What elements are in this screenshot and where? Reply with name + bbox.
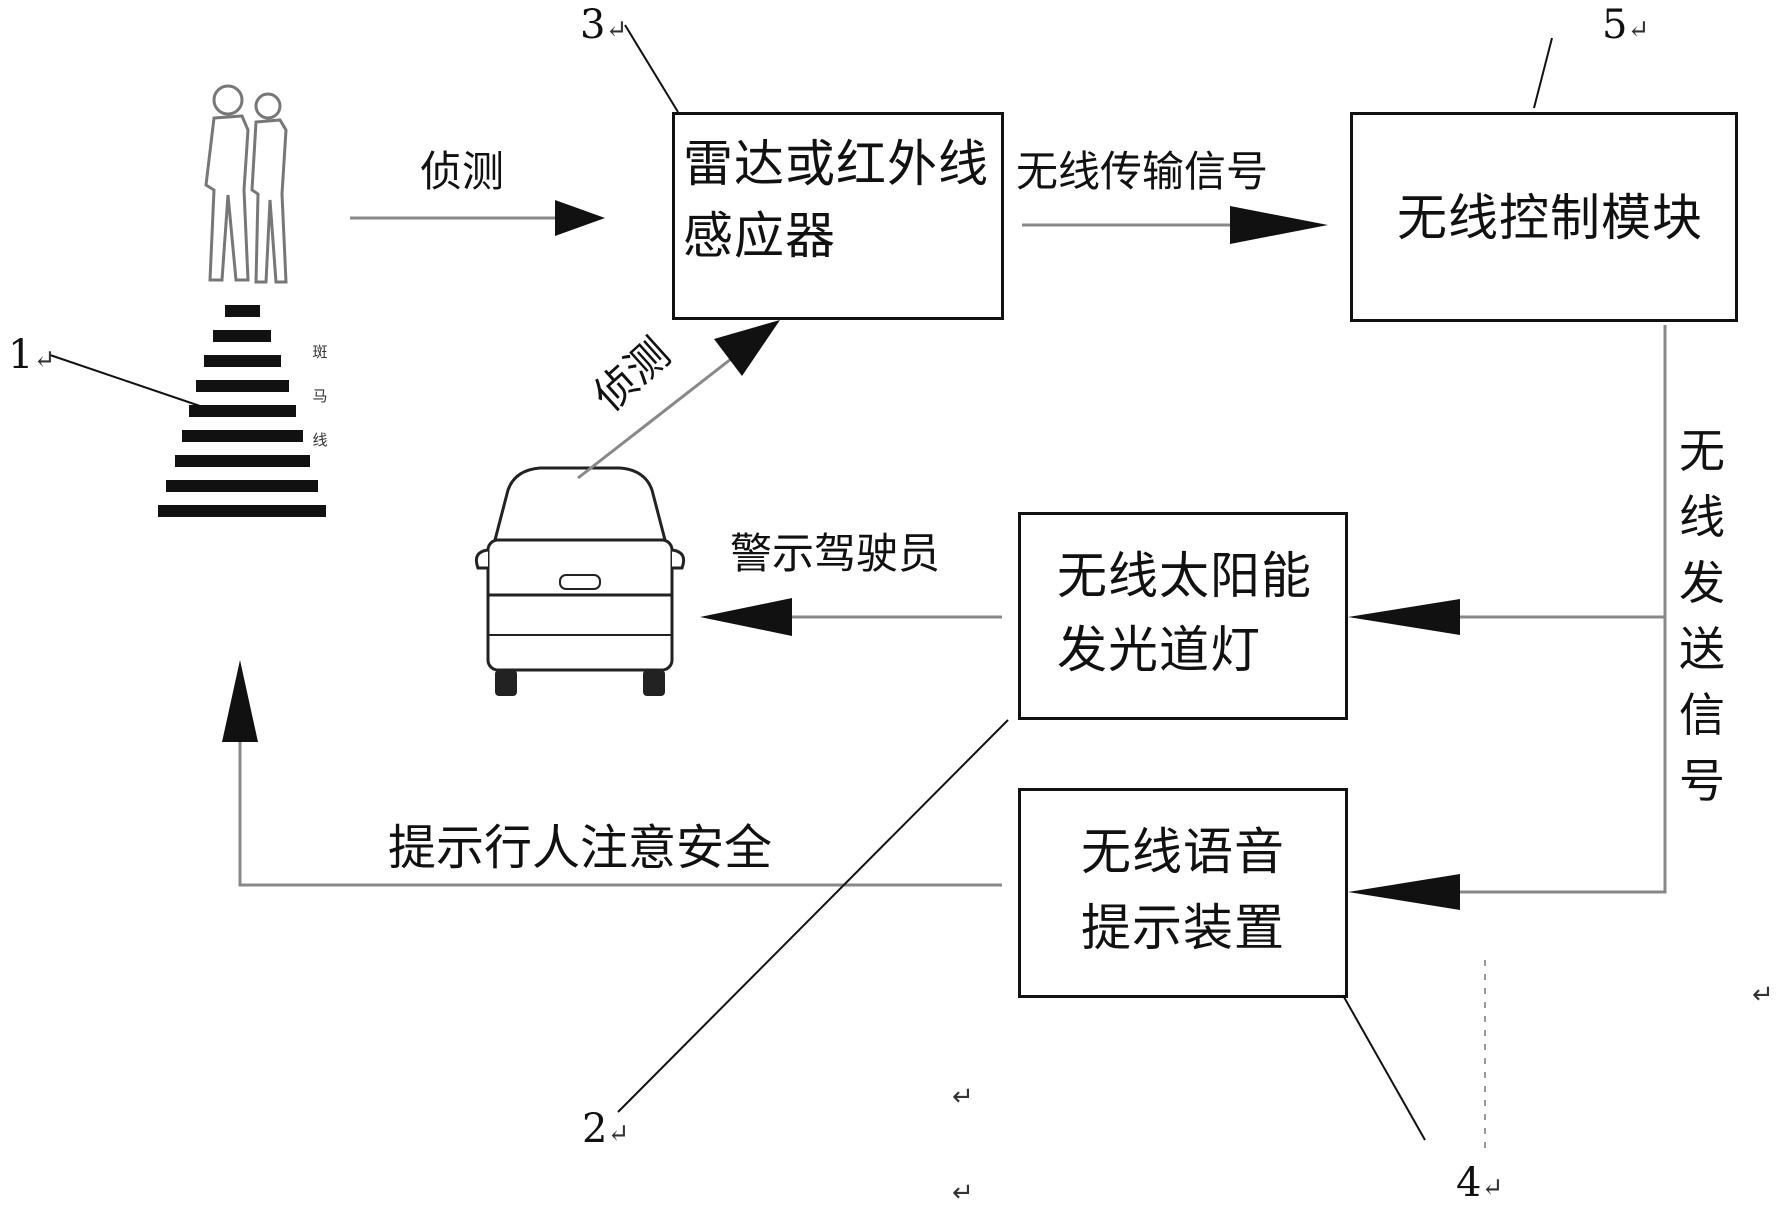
- return-mark-3: ↵: [1752, 980, 1774, 1010]
- label-wireless-send-vertical: 无 线 发 送 信 号: [1676, 418, 1728, 814]
- vertical-char-3: 发: [1679, 556, 1725, 610]
- vertical-char-4: 送: [1679, 622, 1725, 676]
- sensor-box: 雷达或红外线 感应器: [672, 112, 1004, 320]
- ref-number-3: 3↵: [580, 2, 627, 48]
- pedestrians-icon: [204, 84, 288, 284]
- vertical-char-1: 无: [1679, 424, 1725, 478]
- ref-5-text: 5: [1602, 2, 1628, 48]
- control-box-text: 无线控制模块: [1397, 189, 1703, 247]
- ref-number-5: 5↵: [1602, 2, 1649, 48]
- leader-lines: [49, 24, 1553, 1141]
- voice-box-line1: 无线语音: [1081, 823, 1285, 881]
- crosswalk-label: 斑 马 线: [310, 330, 330, 462]
- return-mark: ↵: [33, 345, 56, 375]
- vertical-char-5: 信: [1679, 688, 1725, 742]
- lamp-box: 无线太阳能 发光道灯: [1018, 512, 1348, 720]
- return-mark: ↵: [1481, 1173, 1504, 1203]
- sensor-box-line1: 雷达或红外线: [683, 135, 989, 193]
- ref-3-text: 3: [580, 2, 606, 48]
- return-mark: ↵: [1627, 15, 1650, 45]
- label-detect-pedestrian: 侦测: [420, 147, 505, 196]
- car-icon: [474, 466, 686, 696]
- crosswalk-char-2: 马: [312, 387, 328, 405]
- control-box: 无线控制模块: [1350, 112, 1738, 322]
- ref-number-2: 2↵: [582, 1106, 629, 1152]
- label-wireless-transmit: 无线传输信号: [1016, 147, 1269, 196]
- return-mark-2: ↵: [952, 1178, 974, 1208]
- vertical-char-6: 号: [1679, 754, 1725, 808]
- return-mark: ↵: [607, 1119, 630, 1149]
- ref-number-1: 1↵: [8, 332, 55, 378]
- lamp-box-line2: 发光道灯: [1057, 621, 1261, 679]
- ref-number-4: 4↵: [1456, 1160, 1503, 1206]
- label-warn-driver: 警示驾驶员: [730, 529, 941, 578]
- sensor-box-line2: 感应器: [683, 207, 836, 265]
- crosswalk-char-3: 线: [312, 431, 328, 449]
- voice-box: 无线语音 提示装置: [1018, 788, 1348, 998]
- crosswalk-char-1: 斑: [312, 343, 328, 361]
- ref-4-text: 4: [1456, 1160, 1482, 1206]
- ref-1-text: 1: [8, 332, 34, 378]
- ref-2-text: 2: [582, 1106, 608, 1152]
- crosswalk-icon: [158, 305, 326, 517]
- vertical-char-2: 线: [1679, 490, 1725, 544]
- lamp-box-line1: 无线太阳能: [1057, 547, 1312, 605]
- return-mark-1: ↵: [952, 1082, 974, 1112]
- return-mark: ↵: [605, 15, 628, 45]
- arrows: [222, 200, 1667, 910]
- label-remind-pedestrian: 提示行人注意安全: [388, 820, 773, 876]
- voice-box-line2: 提示装置: [1081, 899, 1285, 957]
